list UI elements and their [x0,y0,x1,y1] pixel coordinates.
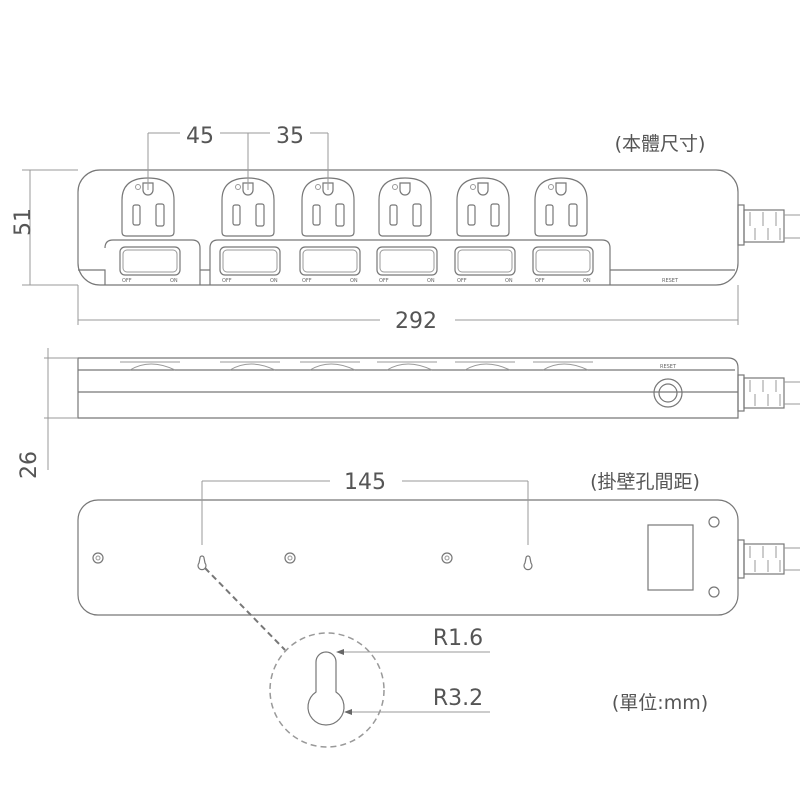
side-switch [120,361,180,371]
dimension-35: 35 [276,124,304,149]
bottom-view: 145 (掛壁孔間距) [77,470,800,616]
on-label: ON [583,278,591,284]
power-switch[interactable]: OFF ON [219,246,281,284]
power-switch[interactable]: OFF ON [532,246,594,284]
off-label: OFF [379,278,389,284]
reset-label: RESET [662,278,679,284]
off-label: OFF [222,278,232,284]
side-switch [533,361,593,371]
dimension-26: 26 [17,451,42,479]
outlet [121,177,175,237]
power-switch[interactable]: OFF ON [454,246,516,284]
radius-small-label: R1.6 [433,626,483,651]
off-label: OFF [535,278,545,284]
power-switch[interactable]: OFF ON [299,246,361,284]
radius-large-label: R3.2 [433,686,483,711]
side-switch [455,361,515,371]
body-size-label: (本體尺寸) [615,133,706,155]
outlet [456,177,510,237]
outlet [301,177,355,237]
hole-spacing-label: (掛壁孔間距) [590,471,700,493]
keyhole-right [523,555,533,571]
dimension-145: 145 [344,470,386,495]
reset-label-side: RESET [660,364,677,370]
off-label: OFF [302,278,312,284]
on-label: ON [170,278,178,284]
power-switch[interactable]: OFF ON [376,246,438,284]
on-label: ON [350,278,358,284]
on-label: ON [505,278,513,284]
dimension-45: 45 [186,124,214,149]
outlet [221,177,275,237]
dimension-292: 292 [395,309,437,334]
side-switch [220,361,280,371]
side-view: RESET 26 [17,348,800,479]
keyhole-left [197,555,207,571]
outlet [534,177,588,237]
keyhole-detail: R1.6 R3.2 (單位:mm) [204,567,708,748]
side-switch [300,361,360,371]
side-switch [377,361,437,371]
on-label: ON [270,278,278,284]
off-label: OFF [122,278,132,284]
off-label: OFF [457,278,467,284]
on-label: ON [427,278,435,284]
outlet [378,177,432,237]
dimension-51: 51 [11,208,36,236]
power-switch[interactable]: OFF ON [119,246,181,284]
power-cord [737,204,800,246]
unit-label: (單位:mm) [612,692,708,714]
